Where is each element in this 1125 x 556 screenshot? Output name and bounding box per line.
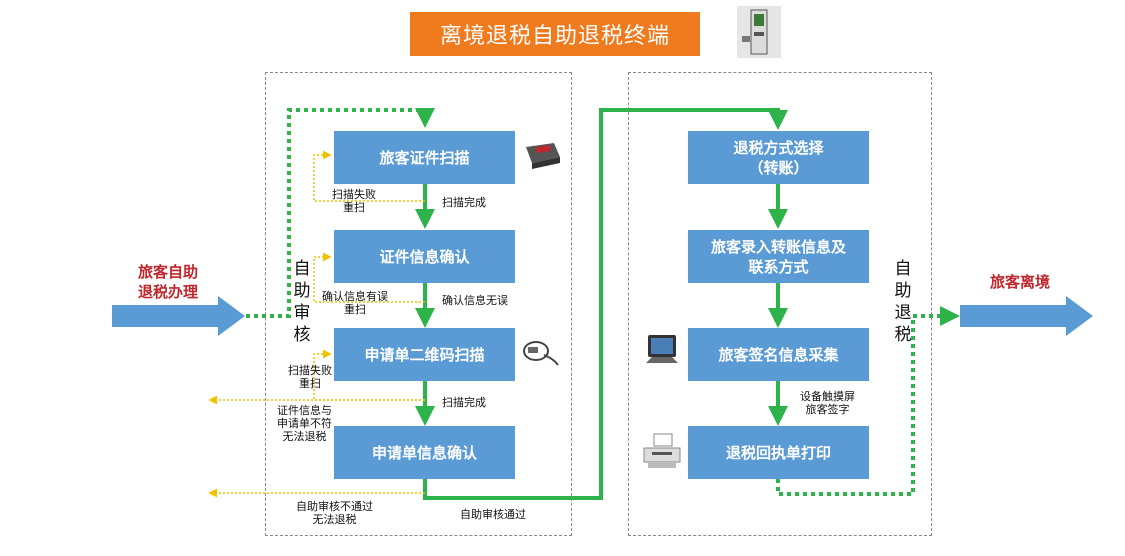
review-panel (265, 72, 572, 536)
step-refund-method: 退税方式选择 （转账） (688, 131, 869, 184)
receipt-printer-icon (643, 433, 681, 468)
review-section-label: 自助审核 (292, 258, 312, 346)
refund-section-label: 自助退税 (893, 258, 913, 346)
exit-label: 旅客离境 (989, 273, 1050, 291)
kiosk-icon (737, 6, 781, 58)
note-scan-fail-2: 扫描失败 重扫 (288, 364, 332, 390)
entry-arrow (112, 296, 245, 336)
section-label-char: 助 (894, 281, 912, 301)
signature-pad-icon (646, 335, 678, 363)
section-label-char: 自 (894, 259, 912, 279)
step-receipt-print: 退税回执单打印 (688, 426, 869, 479)
note-review-pass: 自助审核通过 (460, 508, 526, 521)
step-transfer-info: 旅客录入转账信息及 联系方式 (688, 230, 869, 283)
step-qr-scan: 申请单二维码扫描 (334, 328, 515, 381)
note-info-error: 确认信息有误 重扫 (322, 290, 388, 316)
step-id-confirm: 证件信息确认 (334, 230, 515, 283)
page-title: 离境退税自助退税终端 (410, 12, 700, 56)
step-id-scan: 旅客证件扫描 (334, 131, 515, 184)
section-label-char: 自 (293, 259, 311, 279)
section-label-char: 税 (894, 325, 912, 345)
section-label-char: 审 (293, 303, 311, 323)
refund-panel (628, 72, 932, 536)
passport-scanner-icon (526, 143, 560, 169)
section-label-char: 退 (894, 303, 912, 323)
entry-label: 旅客自助 退税办理 (137, 263, 198, 301)
note-scan-done-1: 扫描完成 (442, 196, 486, 209)
note-review-fail: 自助审核不通过 无法退税 (296, 500, 373, 526)
note-info-ok: 确认信息无误 (442, 294, 508, 307)
note-scan-fail-1: 扫描失败 重扫 (332, 188, 376, 214)
step-form-confirm: 申请单信息确认 (334, 426, 515, 479)
step-signature: 旅客签名信息采集 (688, 328, 869, 381)
note-touch-sign: 设备触摸屏 旅客签字 (800, 390, 855, 416)
note-scan-done-2: 扫描完成 (442, 396, 486, 409)
section-label-char: 助 (293, 281, 311, 301)
note-mismatch: 证件信息与 申请单不符 无法退税 (277, 404, 332, 443)
exit-arrow (960, 296, 1093, 336)
qr-scanner-icon (523, 341, 559, 366)
section-label-char: 核 (293, 325, 311, 345)
